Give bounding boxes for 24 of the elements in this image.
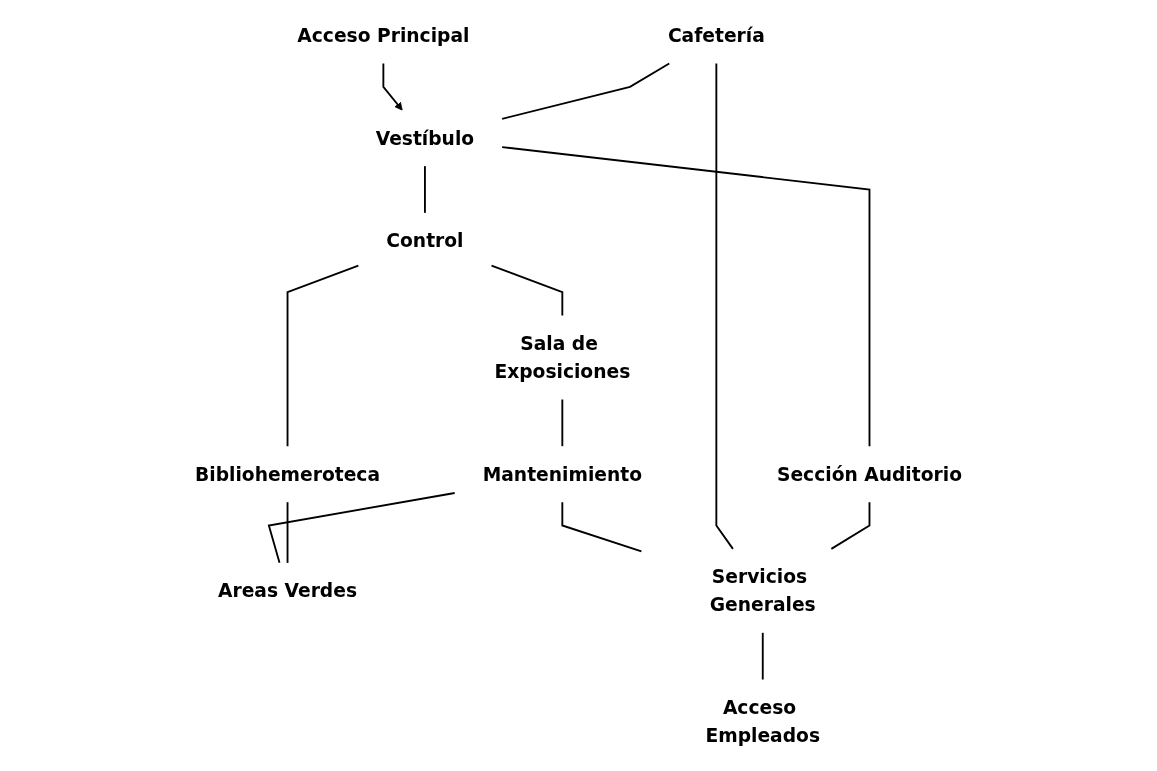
node-text: Acceso Principal bbox=[297, 24, 470, 47]
node-text: Mantenimiento bbox=[482, 462, 642, 486]
connector bbox=[761, 631, 764, 681]
node-text: Sección Auditorio bbox=[777, 462, 962, 486]
connector bbox=[286, 264, 360, 448]
connector bbox=[830, 501, 871, 550]
connector bbox=[490, 264, 564, 317]
connector bbox=[501, 62, 671, 120]
node-text: Sala de Exposiciones bbox=[494, 332, 631, 383]
connector bbox=[267, 492, 456, 564]
node-text: Areas Verdes bbox=[218, 579, 358, 603]
node-text: Acceso Empleados bbox=[705, 696, 821, 747]
node-text: Vestíbulo bbox=[375, 126, 475, 150]
arrow bbox=[382, 62, 403, 111]
connector bbox=[561, 501, 643, 553]
connector bbox=[561, 398, 564, 448]
node-text: Cafetería bbox=[667, 24, 765, 47]
connector bbox=[286, 501, 289, 564]
connector bbox=[424, 165, 426, 214]
connector bbox=[501, 146, 871, 448]
connector bbox=[715, 62, 734, 550]
node-text: Bibliohemeroteca bbox=[195, 462, 381, 486]
node-text: Control bbox=[386, 229, 464, 253]
node-text: Servicios Generales bbox=[709, 565, 816, 617]
